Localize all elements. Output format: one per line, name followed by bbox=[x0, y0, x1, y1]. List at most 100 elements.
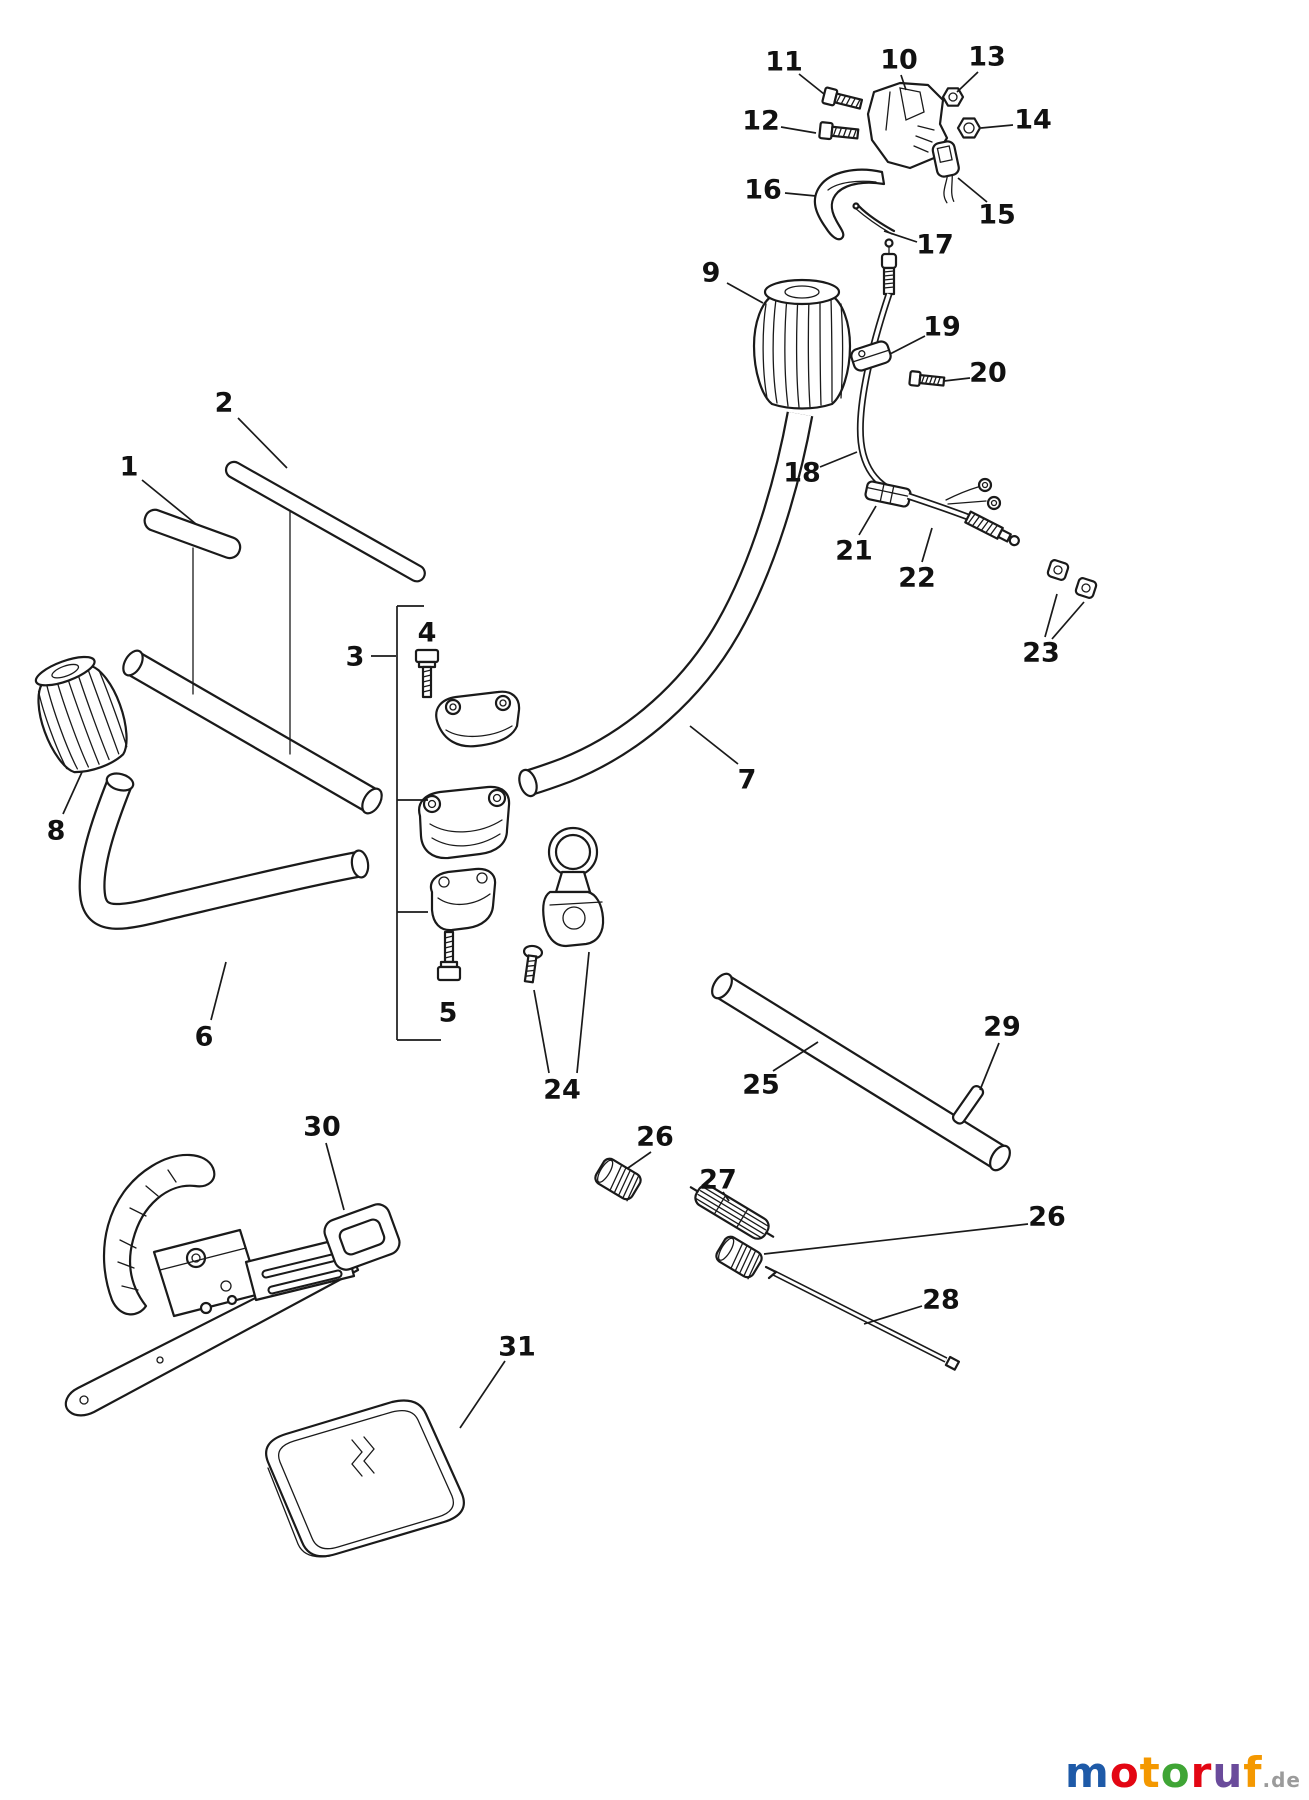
watermark-letter: f bbox=[1243, 1748, 1263, 1797]
watermark-suffix: .de bbox=[1262, 1768, 1301, 1792]
leader-line-18 bbox=[819, 451, 858, 468]
part-label-15: 15 bbox=[978, 200, 1016, 231]
bolt-11 bbox=[821, 86, 864, 110]
part-label-7: 7 bbox=[738, 765, 757, 796]
nut-23-b bbox=[1074, 577, 1098, 599]
watermark-letter: m bbox=[1065, 1748, 1110, 1797]
part-label-26a: 26 bbox=[636, 1122, 674, 1153]
tubes bbox=[78, 411, 1011, 1172]
part-label-30: 30 bbox=[303, 1112, 341, 1143]
part-label-10: 10 bbox=[880, 45, 918, 76]
part-label-3: 3 bbox=[346, 642, 365, 673]
leader-line-27 bbox=[722, 1191, 730, 1202]
part-label-13: 13 bbox=[968, 42, 1006, 73]
part-label-16: 16 bbox=[744, 175, 782, 206]
clamp-21 bbox=[864, 480, 912, 508]
gasket-group bbox=[265, 1399, 465, 1558]
guard-group bbox=[64, 1153, 401, 1417]
leader-line-12 bbox=[780, 126, 817, 134]
screw-20 bbox=[908, 370, 946, 387]
leader-line-8 bbox=[62, 771, 83, 815]
part-label-2: 2 bbox=[215, 388, 234, 419]
watermark-letter: r bbox=[1190, 1748, 1213, 1797]
nut-23-a bbox=[1046, 559, 1070, 581]
cable-adjuster-22 bbox=[964, 510, 1020, 547]
switch-15 bbox=[931, 140, 960, 204]
splined-shaft-27 bbox=[689, 1184, 775, 1240]
rod-17 bbox=[852, 202, 896, 235]
bolt-5 bbox=[436, 930, 462, 982]
leader-line-19 bbox=[889, 335, 926, 355]
leader-line-22 bbox=[921, 527, 933, 563]
part-label-22: 22 bbox=[898, 563, 936, 594]
guard-blade bbox=[102, 1153, 216, 1316]
clamp-19 bbox=[850, 340, 892, 372]
leader-line-16 bbox=[784, 192, 817, 197]
watermark-letter: u bbox=[1212, 1748, 1244, 1797]
part-label-26b: 26 bbox=[1028, 1202, 1066, 1233]
coupler-26-lower bbox=[715, 1235, 763, 1280]
cable-group bbox=[850, 238, 1098, 599]
strip-29 bbox=[951, 1085, 985, 1125]
clamp-lower bbox=[429, 867, 497, 932]
part-label-9: 9 bbox=[702, 258, 721, 289]
bolt-4 bbox=[414, 648, 440, 699]
part-label-17: 17 bbox=[916, 230, 954, 261]
leader-line-24 bbox=[533, 989, 550, 1074]
watermark-word: motoruf bbox=[1065, 1748, 1262, 1797]
leader-line-15 bbox=[957, 177, 988, 203]
part-label-1: 1 bbox=[120, 452, 139, 483]
nut-14 bbox=[956, 117, 982, 139]
clamp-group bbox=[396, 605, 521, 1041]
part-label-12: 12 bbox=[742, 106, 780, 137]
part-label-11: 11 bbox=[765, 47, 803, 78]
watermark-letter: o bbox=[1160, 1748, 1191, 1797]
leader-line-6 bbox=[210, 961, 227, 1021]
leader-line-1 bbox=[141, 479, 197, 525]
part-label-6: 6 bbox=[195, 1022, 214, 1053]
leader-line-13 bbox=[956, 71, 979, 93]
part-label-5: 5 bbox=[439, 998, 458, 1029]
hanger-bolt bbox=[522, 944, 544, 984]
strips bbox=[143, 460, 426, 755]
leader-line-23 bbox=[1051, 601, 1085, 640]
grip-8 bbox=[34, 655, 128, 774]
part-label-20: 20 bbox=[969, 358, 1007, 389]
strip-2 bbox=[224, 460, 426, 583]
throttle-group bbox=[813, 81, 982, 241]
part-label-4: 4 bbox=[418, 618, 437, 649]
guard-buckle bbox=[323, 1203, 401, 1271]
part-label-14: 14 bbox=[1014, 105, 1052, 136]
part-label-21: 21 bbox=[835, 536, 873, 567]
grips bbox=[34, 278, 852, 774]
clamp-upper bbox=[435, 690, 521, 748]
leader-line-14 bbox=[980, 124, 1014, 129]
tube-7 bbox=[524, 411, 814, 796]
leader-line-24 bbox=[576, 951, 590, 1074]
clamp-middle bbox=[418, 785, 511, 860]
leader-line-23 bbox=[1044, 593, 1058, 638]
leader-line-21 bbox=[858, 505, 877, 536]
part-label-28: 28 bbox=[922, 1285, 960, 1316]
part-label-23: 23 bbox=[1022, 638, 1060, 669]
leader-line-28 bbox=[863, 1305, 923, 1325]
grip-9 bbox=[752, 278, 852, 410]
leader-line-2 bbox=[237, 417, 288, 469]
trigger-16 bbox=[813, 168, 886, 241]
leader-line-7 bbox=[689, 725, 739, 765]
part-label-18: 18 bbox=[783, 458, 821, 489]
part-label-24: 24 bbox=[543, 1075, 581, 1106]
leader-line-10 bbox=[900, 74, 907, 91]
part-label-27: 27 bbox=[699, 1165, 737, 1196]
driveline-group bbox=[594, 1085, 985, 1371]
bolt-12 bbox=[818, 121, 860, 141]
part-label-19: 19 bbox=[923, 312, 961, 343]
hanger-group bbox=[522, 826, 605, 984]
group-bracket-3 bbox=[396, 605, 441, 1041]
leader-line-11 bbox=[798, 73, 825, 95]
gasket-31 bbox=[265, 1399, 465, 1558]
part-label-8: 8 bbox=[47, 816, 66, 847]
watermark-letter: o bbox=[1109, 1748, 1140, 1797]
